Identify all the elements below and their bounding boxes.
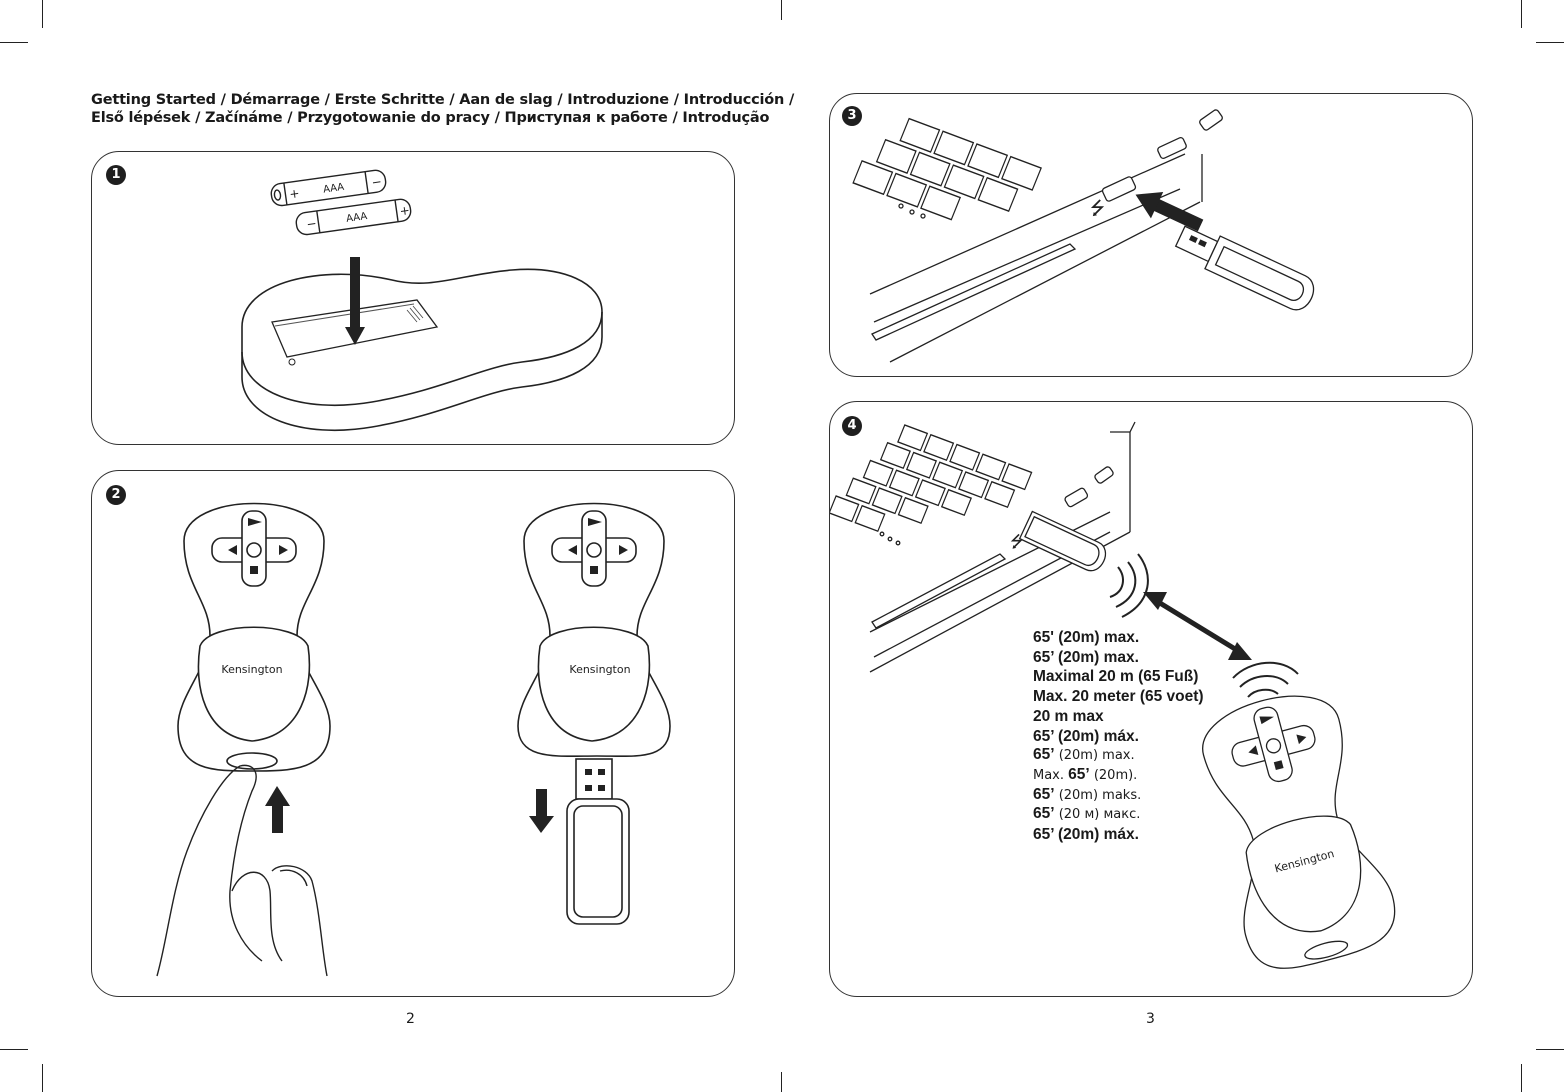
arrow-down-icon xyxy=(529,789,554,833)
page-number-left: 2 xyxy=(406,1011,415,1027)
crop-mark xyxy=(0,1049,28,1050)
play-icon xyxy=(248,518,262,526)
stop-icon xyxy=(250,566,258,574)
step-2-panel: 2 Kensington xyxy=(91,470,735,997)
range-line: 65’ (20m) máx. xyxy=(1033,727,1139,745)
range-line: 65’ (20m) max. xyxy=(1033,746,1135,764)
battery-label-1: AAA xyxy=(322,182,345,196)
step-1-panel: 1 AAA + − AAA − + xyxy=(91,151,735,445)
page-number-right: 3 xyxy=(1146,1011,1155,1027)
page-title-line-1: Getting Started / Démarrage / Erste Schr… xyxy=(91,92,795,108)
svg-text:−: − xyxy=(371,174,383,189)
step-3-panel: 3 xyxy=(829,93,1473,377)
crop-mark xyxy=(1536,42,1564,43)
crop-mark xyxy=(42,1064,43,1092)
crop-mark xyxy=(781,1072,782,1092)
step-4-badge: 4 xyxy=(842,416,862,436)
wireless-waves-icon xyxy=(1109,553,1299,698)
wireless-range-illustration: Kensington ⭍ xyxy=(830,421,1396,969)
step-4-panel: 4 xyxy=(829,401,1473,997)
range-line: 65’ (20m) maks. xyxy=(1033,785,1142,803)
svg-text:+: + xyxy=(289,186,301,201)
crop-mark xyxy=(1521,1064,1522,1092)
range-line: 65’ (20m) max. xyxy=(1033,648,1139,666)
presenter-receiver-illustration: Kensington xyxy=(156,502,671,977)
svg-text:−: − xyxy=(306,216,318,231)
double-arrow-icon xyxy=(1143,592,1252,660)
battery-insert-illustration: AAA + − AAA − + xyxy=(241,169,603,431)
range-line: 65’ (20 м) макс. xyxy=(1033,805,1141,823)
step-1-badge: 1 xyxy=(106,165,126,185)
crop-mark xyxy=(1521,0,1522,28)
range-line: Max. 65’ (20m). xyxy=(1033,765,1138,783)
brand-logo-right: Kensington xyxy=(569,663,630,676)
crop-mark xyxy=(1536,1049,1564,1050)
range-line: 20 m max xyxy=(1033,707,1104,725)
usb-icon: ⭍ xyxy=(1090,198,1105,219)
range-line: 65’ (20m) máx. xyxy=(1033,826,1139,844)
usb-icon: ⭍ xyxy=(1010,532,1023,551)
arrow-left-icon xyxy=(1135,192,1204,232)
battery-label-2: AAA xyxy=(345,211,368,225)
svg-text:+: + xyxy=(399,203,411,218)
brand-logo-left: Kensington xyxy=(221,663,282,676)
range-specifications: 65' (20m) max. 65’ (20m) max. Maximal 20… xyxy=(1033,628,1204,845)
crop-mark xyxy=(0,42,28,43)
arrow-up-icon xyxy=(265,786,290,833)
range-line: Max. 20 meter (65 voet) xyxy=(1033,688,1204,706)
range-line: Maximal 20 m (65 Fuß) xyxy=(1033,668,1199,686)
range-line: 65' (20m) max. xyxy=(1033,629,1140,646)
step-3-badge: 3 xyxy=(842,106,862,126)
crop-mark xyxy=(42,0,43,28)
step-2-badge: 2 xyxy=(106,485,126,505)
arrow-down-icon xyxy=(345,257,365,345)
page-title-line-2: Első lépések / Začínáme / Przygotowanie … xyxy=(91,110,770,126)
crop-mark xyxy=(781,0,782,20)
usb-insert-illustration: ⭍ xyxy=(852,109,1315,363)
